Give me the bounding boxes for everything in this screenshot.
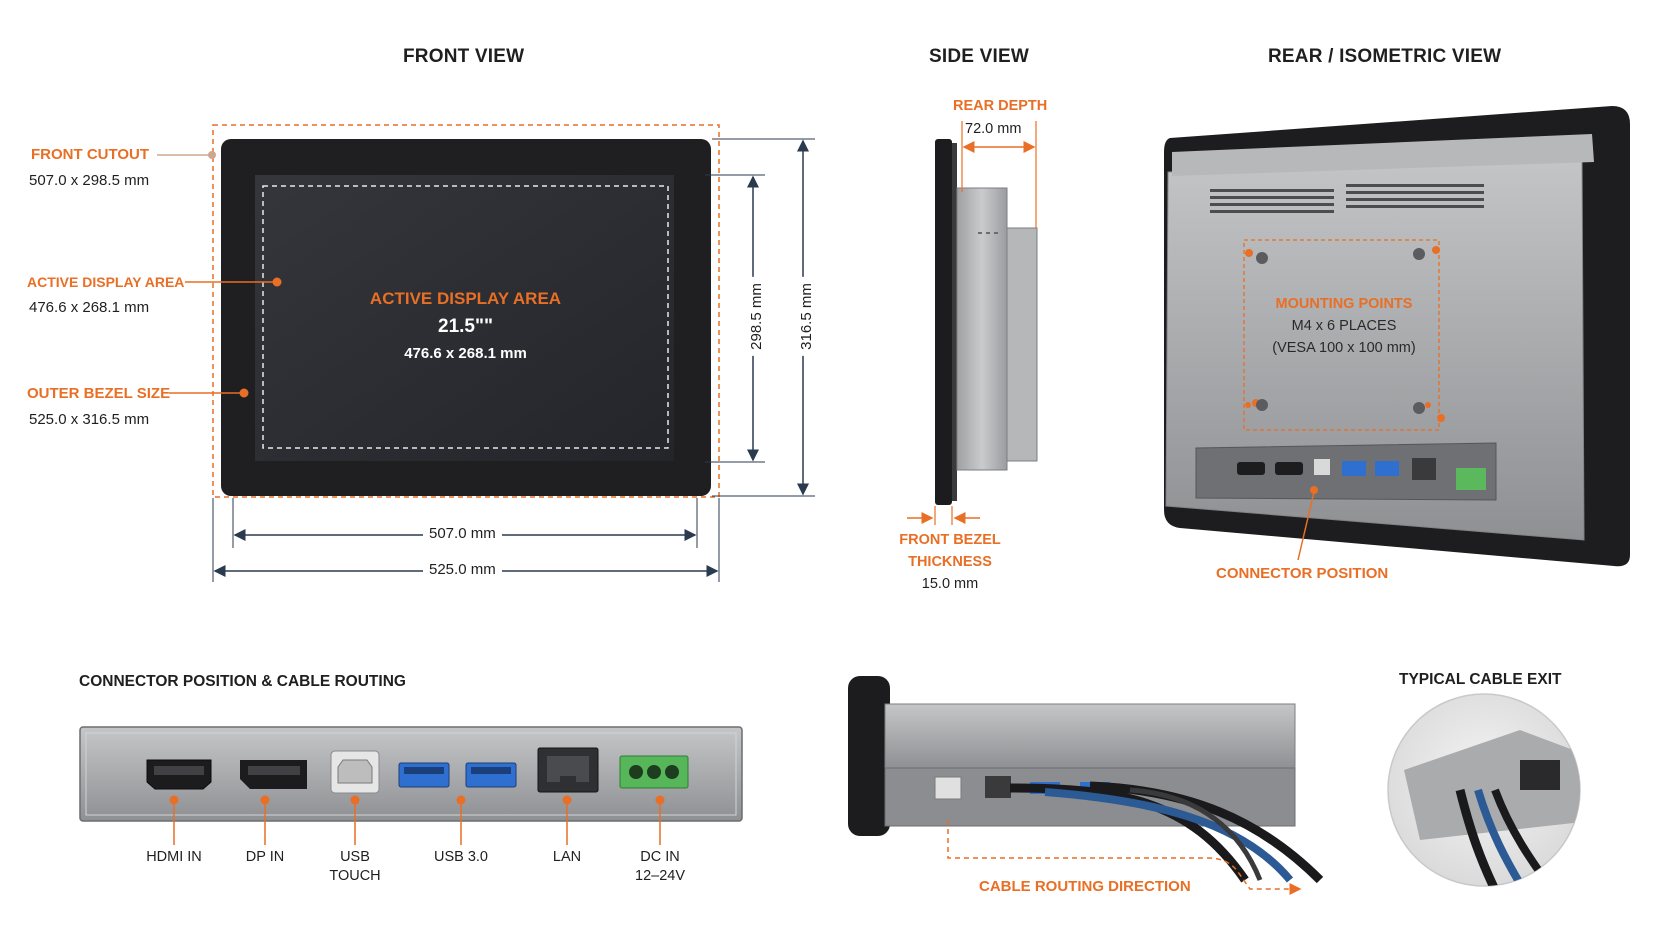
mounting-vesa: (VESA 100 x 100 mm) (1272, 340, 1416, 356)
rear-depth-label: REAR DEPTH (953, 98, 1048, 114)
connector-label-dp-line1: DP IN (245, 849, 285, 865)
routing-arrow (947, 820, 1302, 895)
cable-exit-title: TYPICAL CABLE EXIT (1399, 671, 1562, 688)
connector-leader (1297, 491, 1315, 561)
connector-label-lan-line1: LAN (552, 849, 582, 865)
outer-height-label: 316.5 mm (797, 277, 815, 356)
bezel-thickness-value: 15.0 mm (921, 576, 979, 592)
cable-view-bezel (848, 676, 890, 836)
front-view-drawing (157, 124, 815, 582)
usb3-port-2 (465, 762, 517, 788)
mounting-spec: M4 x 6 PLACES (1291, 318, 1397, 334)
connector-label-dp: DP IN (225, 848, 305, 867)
connector-label-usb3-line1: USB 3.0 (434, 849, 488, 865)
connector-label-dc-in-line2: 12–24V (635, 868, 685, 884)
connector-routing-title: CONNECTOR POSITION & CABLE ROUTING (79, 673, 406, 690)
rear-view-title: REAR / ISOMETRIC VIEW (1268, 46, 1502, 67)
inner-width-label: 507.0 mm (423, 525, 502, 542)
front-cutout-label: FRONT CUTOUT (31, 146, 150, 163)
connector-position-label: CONNECTOR POSITION (1216, 565, 1389, 582)
connector-label-lan: LAN (527, 848, 607, 867)
connector-label-usb-touch-line2: TOUCH (329, 868, 381, 884)
connector-label-dc-in-line1: DC IN (640, 849, 680, 865)
screen-size: 21.5"" (438, 316, 493, 337)
screen-caption: ACTIVE DISPLAY AREA 21.5"" 476.6 x 268.1… (263, 289, 668, 362)
connector-leaders (173, 800, 661, 845)
cable-routing-drawing (848, 676, 1324, 895)
active-area-label: ACTIVE DISPLAY AREA (27, 274, 185, 290)
display-screen (255, 175, 674, 461)
connector-label-usb-touch: USB TOUCH (315, 848, 395, 886)
usb3-port-1 (398, 762, 450, 788)
rear-depth-value: 72.0 mm (965, 121, 1022, 137)
side-bezel (935, 139, 952, 505)
screen-dims: 476.6 x 268.1 mm (404, 345, 527, 362)
screen-caption-title: ACTIVE DISPLAY AREA (369, 289, 562, 308)
inner-height-label: 298.5 mm (747, 277, 765, 356)
side-view-drawing (907, 121, 1038, 525)
cable-routing-label: CABLE ROUTING DIRECTION (979, 878, 1191, 895)
side-view-title: SIDE VIEW (929, 46, 1029, 67)
cable-exit-detail (1387, 693, 1581, 887)
active-area-value: 476.6 x 268.1 mm (29, 299, 150, 316)
rear-vents (1210, 184, 1484, 213)
outer-bezel-value: 525.0 x 316.5 mm (29, 411, 150, 428)
mounting-region (1243, 239, 1440, 431)
side-rear-housing (956, 187, 1008, 471)
bezel-thickness-label-2: THICKNESS (908, 554, 992, 570)
connector-label-usb3: USB 3.0 (421, 848, 501, 867)
connector-strip-drawing (79, 726, 743, 845)
outer-width-label: 525.0 mm (423, 561, 502, 578)
mounting-info: MOUNTING POINTS M4 x 6 PLACES (VESA 100 … (1249, 296, 1439, 356)
connector-label-dc-in: DC IN 12–24V (620, 848, 700, 886)
rear-connectors (1237, 458, 1486, 490)
connector-label-usb-touch-line1: USB (340, 849, 370, 865)
front-cutout-value: 507.0 x 298.5 mm (29, 172, 150, 189)
bezel-thickness-label-1: FRONT BEZEL (899, 532, 1001, 548)
mounting-label: MOUNTING POINTS (1275, 296, 1413, 312)
connector-label-hdmi-line1: HDMI IN (146, 849, 202, 865)
outer-bezel-label: OUTER BEZEL SIZE (27, 385, 171, 402)
active-area-outline (262, 185, 669, 449)
connector-label-hdmi: HDMI IN (134, 848, 214, 867)
side-vents (978, 232, 998, 234)
front-cutout-outline (212, 124, 720, 498)
bezel-thickness-block: FRONT BEZEL THICKNESS 15.0 mm (880, 532, 1020, 592)
front-view-title: FRONT VIEW (403, 46, 525, 67)
rear-view-drawing (1164, 106, 1630, 567)
